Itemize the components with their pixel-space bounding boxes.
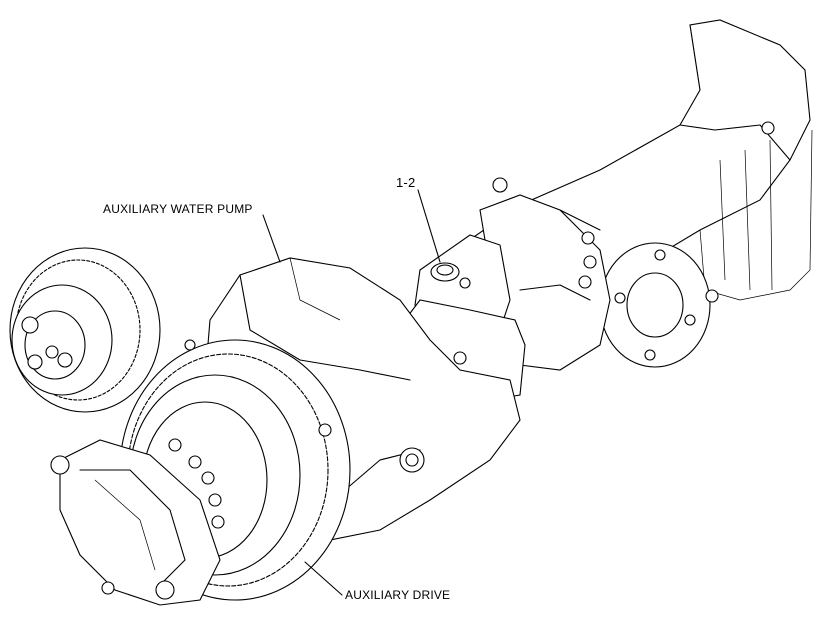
part-number-label: 1-2 — [396, 175, 416, 190]
auxiliary-drive-cover — [50, 439, 221, 606]
part-number-leader — [417, 189, 441, 263]
leader-lines — [262, 189, 441, 596]
water-pump-leader — [262, 214, 281, 263]
auxiliary-water-pump-label: AUXILIARY WATER PUMP — [103, 202, 253, 216]
upper-gear — [9, 247, 161, 413]
right-flange — [599, 121, 775, 368]
auxiliary-drive-label: AUXILIARY DRIVE — [345, 588, 451, 602]
auxiliary-drive-leader — [304, 561, 343, 596]
